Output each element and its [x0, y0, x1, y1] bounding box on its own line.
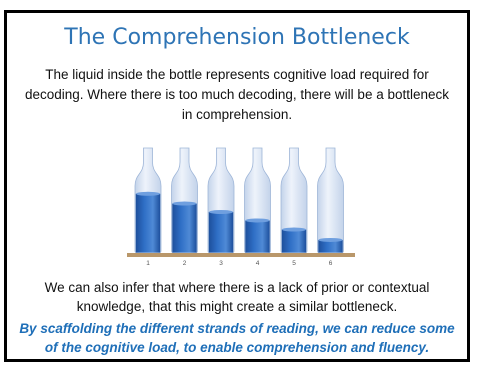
slide-title: The Comprehension Bottleneck: [64, 25, 410, 50]
liquid-surface-3: [209, 210, 233, 214]
liquid-4: [245, 220, 270, 253]
liquid-3: [208, 212, 234, 253]
bottle-label-5: 5: [292, 260, 296, 267]
bottle-label-3: 3: [219, 260, 223, 267]
liquid-surface-4: [245, 218, 270, 223]
slide-frame: The Comprehension Bottleneck The liquid …: [4, 10, 470, 362]
bottle-label-4: 4: [256, 260, 260, 267]
liquid-6: [318, 239, 343, 253]
liquid-surface-2: [172, 201, 197, 206]
bottles-diagram: 1 2 3 4 5 6: [127, 147, 355, 267]
liquid-2: [172, 203, 197, 253]
liquid-surface-1: [136, 191, 160, 196]
intro-text: The liquid inside the bottle represents …: [25, 67, 449, 122]
bottle-label-1: 1: [146, 260, 150, 267]
bottle-label-6: 6: [329, 260, 333, 267]
shelf: [127, 253, 355, 257]
liquid-surface-6: [318, 237, 343, 242]
bottle-label-2: 2: [183, 260, 187, 267]
liquid-surface-5: [282, 227, 306, 232]
outro-text: We can also infer that where there is a …: [44, 280, 430, 314]
bottle-6: [317, 147, 344, 254]
liquid-1: [135, 193, 161, 253]
liquid-5: [281, 229, 307, 253]
emphasis-text: By scaffolding the different strands of …: [19, 321, 455, 355]
